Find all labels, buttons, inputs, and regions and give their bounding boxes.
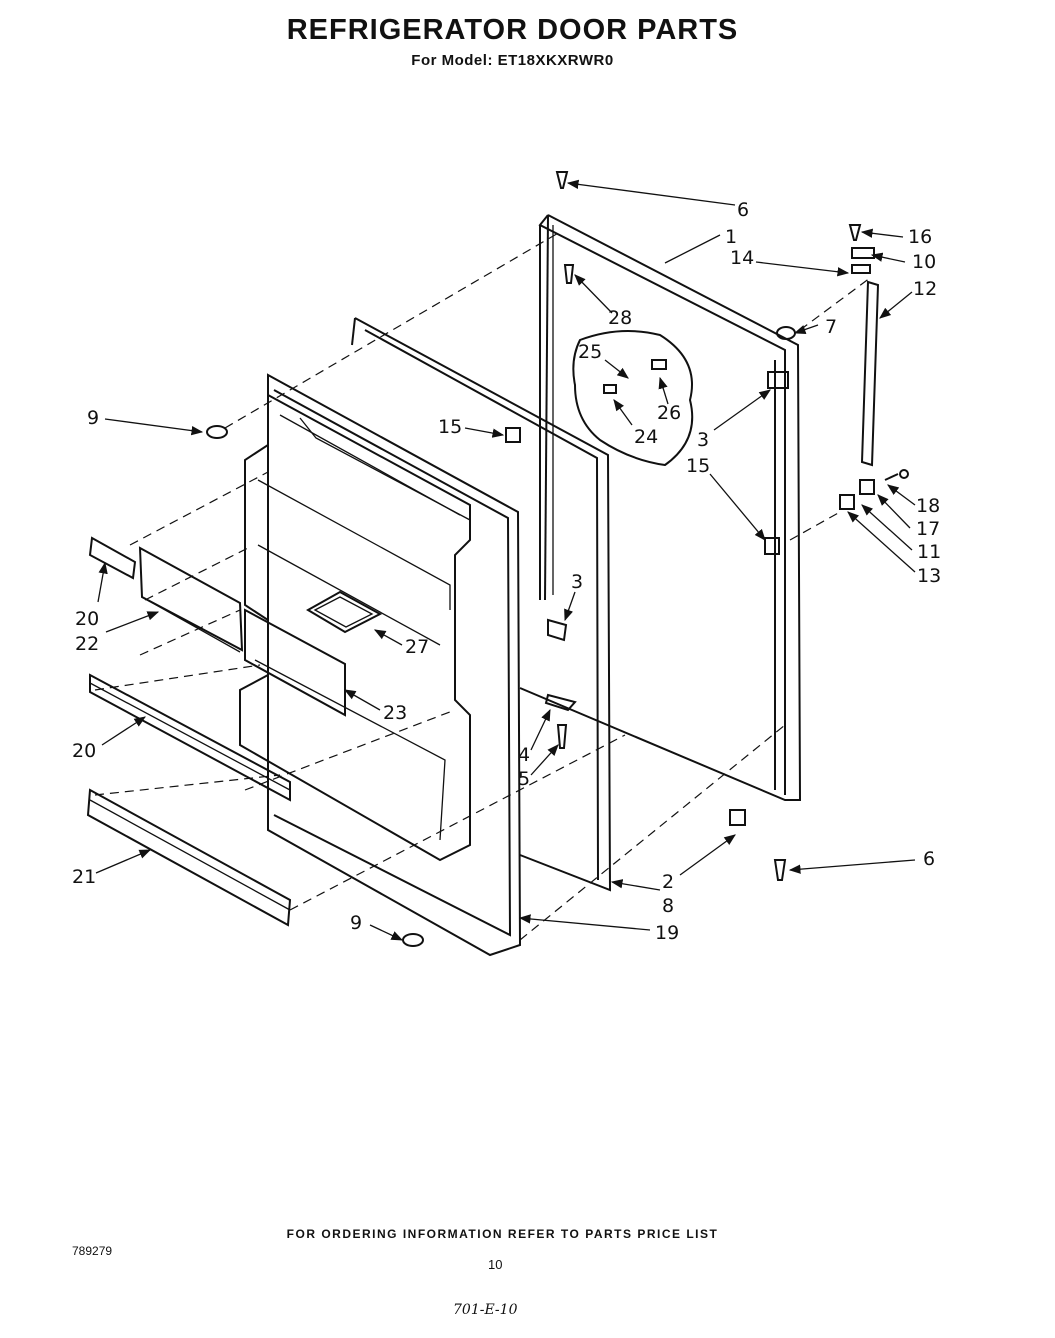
callout-label: 27 xyxy=(405,636,429,658)
callout-label: 23 xyxy=(383,702,407,724)
diagram-title: REFRIGERATOR DOOR PARTS xyxy=(286,14,739,46)
page-number: 10 xyxy=(488,1257,503,1272)
door-handle xyxy=(860,280,880,467)
inner-door-liner xyxy=(239,373,522,957)
callout-label: 21 xyxy=(72,866,96,888)
callout-label: 4 xyxy=(518,744,530,766)
callout-label: 28 xyxy=(608,307,632,329)
callout-label: 16 xyxy=(908,226,932,248)
callout-label: 11 xyxy=(917,541,941,563)
callout-label: 18 xyxy=(916,495,940,517)
callout-label: 5 xyxy=(518,768,530,790)
leader-arrows xyxy=(95,179,916,941)
shelf-rail-middle xyxy=(89,673,291,802)
callout-label: 2 xyxy=(662,871,674,893)
callout-label: 20 xyxy=(75,608,99,630)
callout-label: 7 xyxy=(825,316,837,338)
callout-label: 9 xyxy=(350,912,362,934)
callout-label: 19 xyxy=(655,922,679,944)
callout-label: 17 xyxy=(916,518,940,540)
callout-label: 1 xyxy=(725,226,737,248)
callout-label: 25 xyxy=(578,341,602,363)
butter-compartment xyxy=(306,590,383,634)
callout-label: 12 xyxy=(913,278,937,300)
callout-labels: 6 1 16 10 14 12 28 7 25 26 9 15 24 3 15 … xyxy=(72,199,941,944)
callout-label: 6 xyxy=(923,848,935,870)
shelf-bar-bottom xyxy=(86,788,292,927)
document-id: 789279 xyxy=(72,1244,113,1258)
callout-label: 20 xyxy=(72,740,96,762)
ordering-info-note: FOR ORDERING INFORMATION REFER TO PARTS … xyxy=(286,1227,719,1241)
callout-label: 3 xyxy=(697,429,709,451)
dairy-door xyxy=(138,546,244,653)
callout-label: 3 xyxy=(571,571,583,593)
door-gasket xyxy=(351,317,612,892)
callout-label: 26 xyxy=(657,402,681,424)
outer-door-panel xyxy=(519,214,802,801)
compartment-door xyxy=(244,608,346,717)
callout-label: 14 xyxy=(730,247,754,269)
hardware-parts xyxy=(206,171,909,947)
callout-label: 15 xyxy=(686,455,710,477)
inset-detail xyxy=(572,330,694,467)
handwritten-code: 701-E-10 xyxy=(453,1302,518,1318)
callout-label: 6 xyxy=(737,199,749,221)
shelf-rail-top xyxy=(88,536,137,580)
alignment-lines xyxy=(94,231,871,941)
callout-label: 9 xyxy=(87,407,99,429)
callout-label: 10 xyxy=(912,251,936,273)
model-subtitle: For Model: ET18XKXRWR0 xyxy=(411,52,614,69)
callout-label: 22 xyxy=(75,633,99,655)
callout-label: 24 xyxy=(634,426,658,448)
callout-label: 13 xyxy=(917,565,941,587)
callout-label: 15 xyxy=(438,416,462,438)
callout-label: 8 xyxy=(662,895,674,917)
